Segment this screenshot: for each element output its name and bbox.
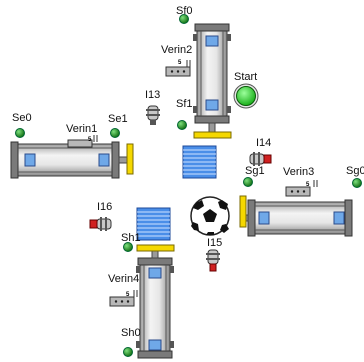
valve-verin2-mark: 5 [178,60,182,66]
sensor-sh0-label: Sh0 [121,327,141,339]
sensor-se1-label: Se1 [108,113,128,125]
cylinder-verin4[interactable] [136,244,175,359]
valve-verin3[interactable]: 5 [285,180,318,197]
sensor-sh1-indicator [123,242,133,252]
sensor-sg1-label: Sg1 [245,165,265,177]
cylinder-verin2-label: Verin2 [161,44,193,56]
verin1-pusher-plate [126,143,134,175]
verin3-pusher-plate [239,195,247,228]
sensor-se0-indicator [15,128,25,138]
verin4-pusher-plate [136,244,175,252]
photocell-i13-icon [146,105,160,125]
sensor-sg0-indicator [352,178,362,188]
piece-stack-left [136,207,171,241]
verin2-pusher-plate [193,131,232,139]
piece-stack-center [182,145,217,179]
cylinder-verin1-label: Verin1 [66,123,98,135]
cylinder-verin1[interactable] [10,141,134,179]
valve-verin4[interactable]: 5 [109,290,138,307]
photocell-i15-label: I15 [207,237,223,249]
valve-verin3-mark: 5 [306,182,310,188]
sensor-sf0-indicator [179,14,189,24]
sensor-sf1-indicator [177,120,187,130]
photocell-i16-label: I16 [97,201,113,213]
valve-verin1-mark: 5 [88,137,92,143]
cylinder-verin3[interactable] [239,195,353,237]
sensor-se0-label: Se0 [12,112,32,124]
sensor-sg0-label: Sg0 [346,165,364,177]
photocell-i14-label: I14 [256,137,272,149]
photocell-i16-icon [89,217,112,231]
valve-verin2[interactable]: 5 [165,60,191,77]
sensor-sh0-indicator [123,347,133,357]
start-button-label: Start [234,71,258,83]
sensor-se1-indicator [110,128,120,138]
cylinder-verin2[interactable] [193,23,232,139]
sensor-sh1-label: Sh1 [121,232,141,244]
cylinder-verin4-label: Verin4 [108,273,140,285]
sensor-sf1-label: Sf1 [176,98,193,110]
soccer-ball-icon [190,196,230,236]
sensor-sf0-label: Sf0 [176,5,193,17]
start-button[interactable] [233,83,259,109]
valve-verin1[interactable]: 5 [67,135,98,148]
valve-verin4-mark: 5 [126,292,130,298]
photocell-i14-icon [249,152,272,166]
photocell-i13-label: I13 [145,89,161,101]
photocell-i15-icon [206,249,220,272]
sensor-sg1-indicator [243,177,253,187]
cylinder-verin3-label: Verin3 [283,166,315,178]
